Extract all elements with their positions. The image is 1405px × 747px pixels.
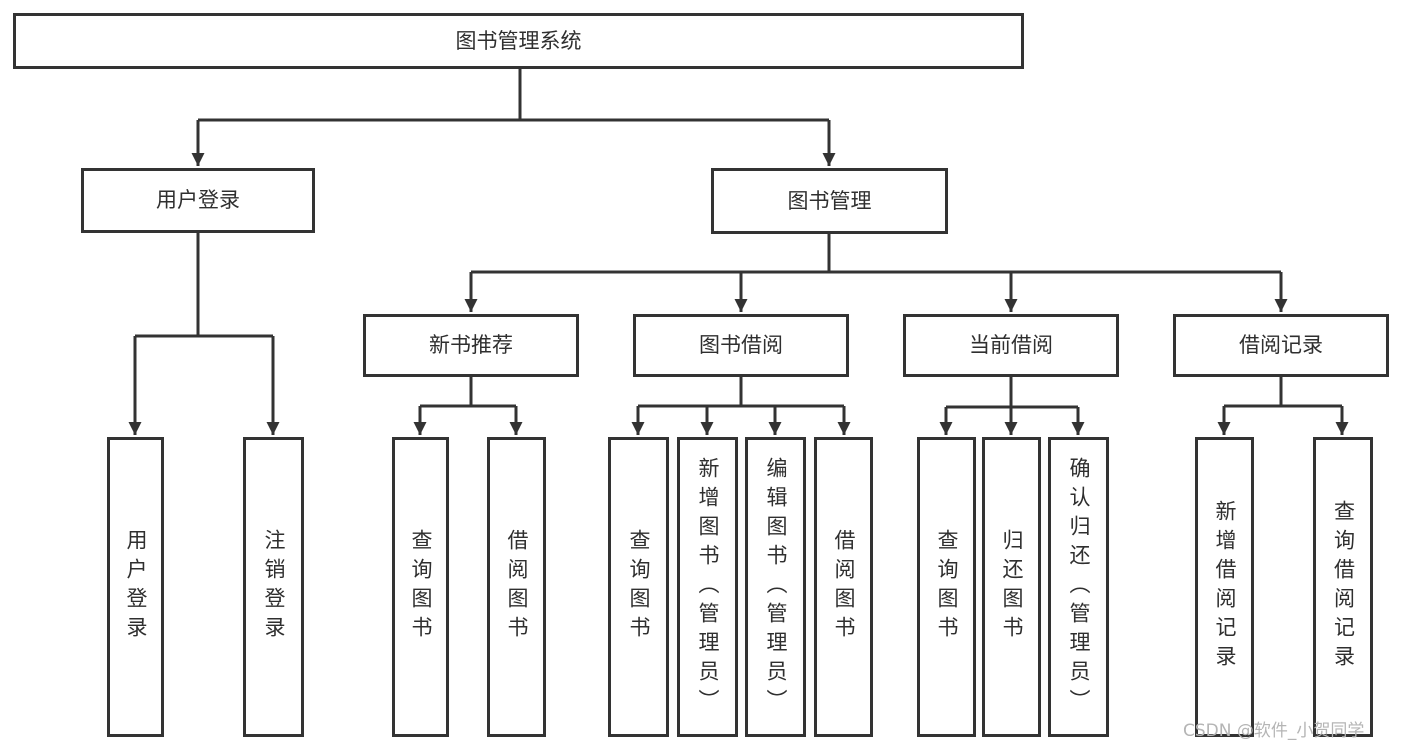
leaf-borrow-edit-books-admin: 编辑图书（管理员）: [745, 437, 806, 737]
node-library-system: 图书管理系统: [13, 13, 1024, 69]
node-current-borrow: 当前借阅: [903, 314, 1119, 377]
node-book-management: 图书管理: [711, 168, 948, 234]
node-book-borrow: 图书借阅: [633, 314, 849, 377]
leaf-user-login: 用户登录: [107, 437, 164, 737]
node-new-book-recommend: 新书推荐: [363, 314, 579, 377]
leaf-recommend-borrow-books: 借阅图书: [487, 437, 546, 737]
leaf-current-confirm-return-admin: 确认归还（管理员）: [1048, 437, 1109, 737]
leaf-borrow-add-books-admin: 新增图书（管理员）: [677, 437, 738, 737]
leaf-current-return-books: 归还图书: [982, 437, 1041, 737]
leaf-borrow-query-books: 查询图书: [608, 437, 669, 737]
node-user-login: 用户登录: [81, 168, 315, 233]
leaf-current-query-books: 查询图书: [917, 437, 976, 737]
leaf-logout: 注销登录: [243, 437, 304, 737]
leaf-records-query-record: 查询借阅记录: [1313, 437, 1373, 737]
node-borrow-records: 借阅记录: [1173, 314, 1389, 377]
leaf-borrow-borrow-books: 借阅图书: [814, 437, 873, 737]
leaf-records-add-record: 新增借阅记录: [1195, 437, 1254, 737]
leaf-recommend-query-books: 查询图书: [392, 437, 449, 737]
csdn-watermark: CSDN @软件_小贺同学: [1183, 721, 1365, 741]
